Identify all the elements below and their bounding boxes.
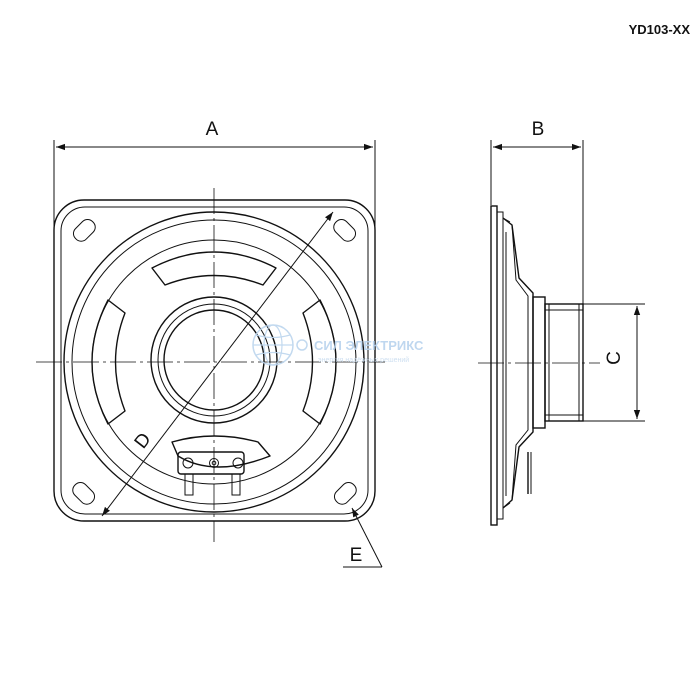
speaker-frame: [53, 199, 376, 522]
magnet-body: [544, 303, 584, 422]
dimension-d-line: [101, 211, 334, 517]
dimension-c-label: C: [604, 351, 625, 365]
watermark-globe-icon: [252, 324, 294, 366]
model-label: YD103-XX: [629, 22, 691, 37]
dimension-a-label: A: [206, 119, 219, 140]
terminal-strip: [177, 451, 245, 496]
dimension-b-label: B: [532, 119, 545, 140]
dimension-d-label: D: [131, 429, 156, 453]
watermark-mark-icon: [296, 339, 308, 351]
mounting-holes: [72, 218, 357, 505]
dimension-e-label: E: [350, 545, 363, 566]
front-view: A: [36, 119, 385, 568]
side-view: B C: [478, 119, 645, 526]
magnet-plate: [532, 296, 546, 429]
watermark: СИЛ ЭЛЕКТРИКС энергия надёжных решений: [252, 324, 424, 366]
watermark-tagline: энергия надёжных решений: [318, 356, 409, 364]
watermark-name: СИЛ ЭЛЕКТРИКС: [314, 338, 424, 353]
